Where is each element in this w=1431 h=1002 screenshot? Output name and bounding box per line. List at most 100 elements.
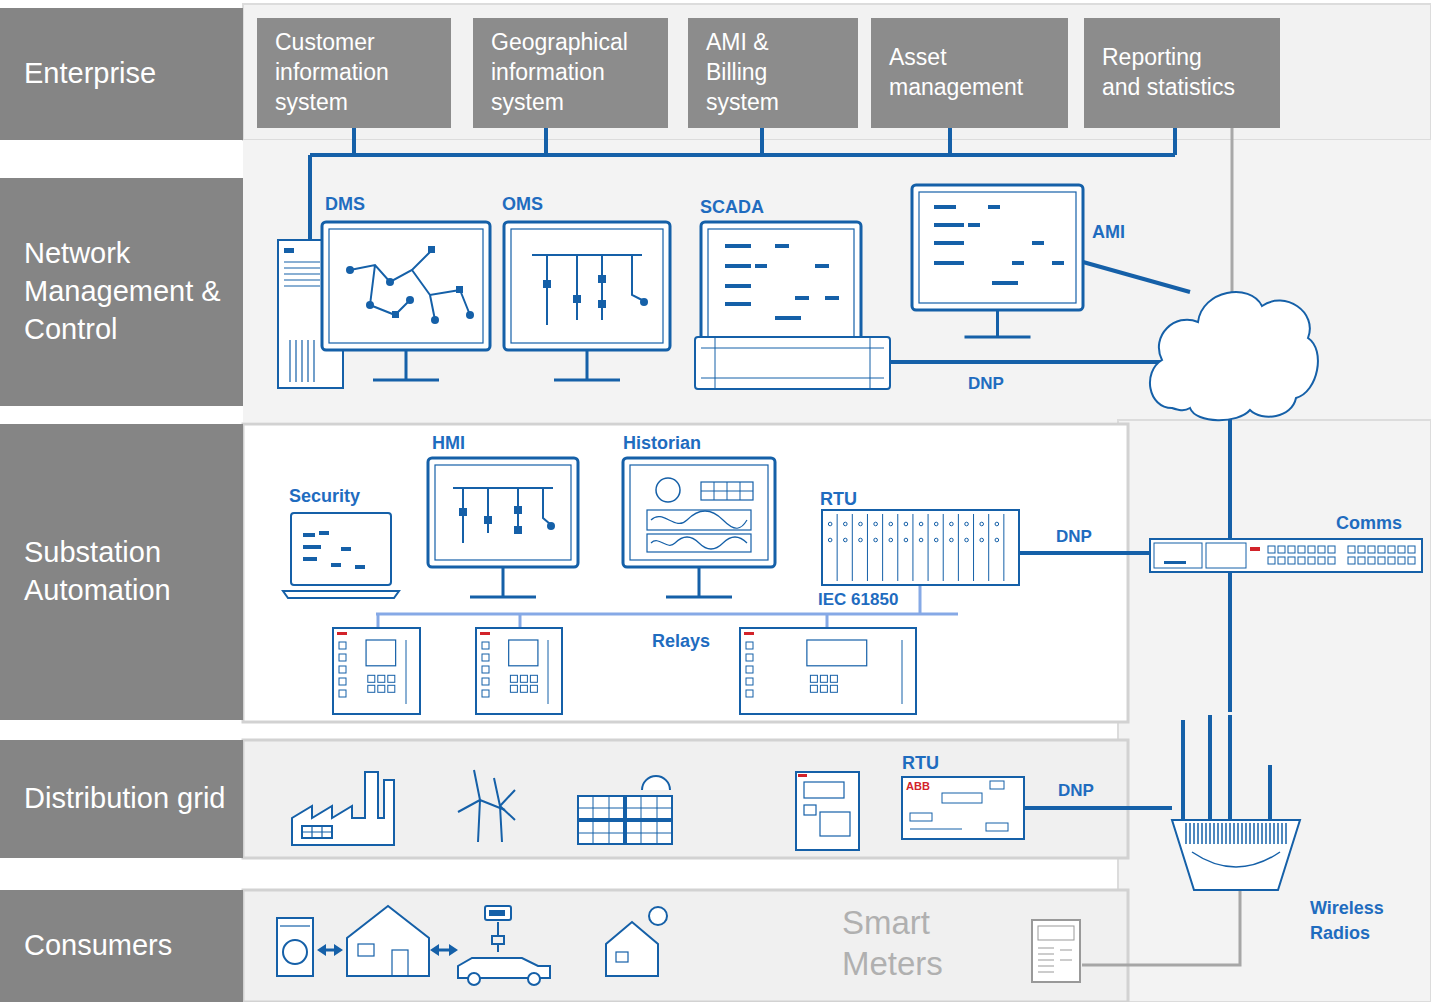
wireless-radio-icon — [1209, 823, 1211, 844]
ami-monitor-icon — [934, 241, 964, 245]
layer-title: Consumers — [24, 927, 172, 965]
comms-switch-icon — [1368, 557, 1375, 564]
rtu-rack-icon — [934, 538, 938, 542]
comms-switch-icon — [1408, 546, 1415, 553]
dms-monitor-icon — [373, 350, 439, 380]
dms-monitor-icon — [322, 222, 490, 350]
house-icon — [358, 944, 374, 956]
solar-panel-icon — [642, 776, 670, 790]
protection-relays-icon — [482, 666, 489, 673]
scada-workstation-icon — [755, 264, 767, 268]
smart-meter: Smart Meters — [840, 900, 1082, 990]
historian-monitor-icon — [623, 458, 775, 567]
smart-meter-icon — [1038, 948, 1072, 972]
washing-machine-icon — [283, 940, 307, 964]
dms-monitor-icon — [406, 296, 414, 304]
security-laptop-icon — [303, 545, 321, 549]
comms-switch-icon — [1278, 557, 1285, 564]
scada-workstation-icon — [775, 244, 789, 248]
rtu-rack-icon — [822, 510, 1019, 585]
rtu-rack-icon — [837, 514, 838, 581]
wireless-radio-icon — [1229, 823, 1231, 844]
layer-title: Network Management & Control — [24, 235, 243, 348]
system-box: Reporting and statistics — [1084, 18, 1280, 128]
rtu-rack: RTU — [822, 510, 1019, 585]
rtu-rack-icon — [934, 522, 938, 526]
oms-monitor-icon — [504, 222, 670, 350]
row-panel — [243, 890, 1128, 1002]
protection-relays-icon — [480, 632, 490, 635]
historian-monitor-icon — [651, 511, 747, 528]
hmi-monitor-icon — [514, 506, 522, 514]
system-box: Customer information system — [257, 18, 451, 128]
ami-monitor-icon — [934, 223, 964, 227]
electric-car-icon — [468, 973, 480, 985]
field-rtu-icon — [986, 823, 1008, 831]
rtu-rack-icon — [943, 514, 944, 581]
solar-panel-icon — [578, 776, 672, 844]
oms-monitor-icon — [532, 255, 642, 325]
comms-switch-icon — [1308, 557, 1315, 564]
server-tower — [284, 248, 294, 253]
protection-relays-icon — [746, 666, 753, 673]
ami-monitor-icon — [968, 223, 980, 227]
wind-turbine-icon — [458, 770, 505, 842]
grid-device-icon — [796, 772, 859, 850]
protection-relays: Relays — [330, 627, 920, 717]
comms-switch-icon — [1250, 547, 1260, 551]
protection-relays-icon — [378, 685, 385, 692]
comms-switch-icon — [1348, 557, 1355, 564]
comms-switch-icon — [1154, 543, 1202, 568]
oms-monitor-icon — [543, 280, 551, 288]
protection-relays-icon — [820, 685, 827, 692]
oms-monitor-icon — [554, 350, 620, 380]
comms-switch-icon — [1268, 557, 1275, 564]
connector — [1228, 572, 1232, 712]
security-laptop-icon — [283, 513, 399, 599]
security-laptop-icon — [303, 533, 315, 537]
protection-relays-icon — [339, 690, 346, 697]
rtu-rack-icon — [889, 538, 893, 542]
wireless-radio-icon — [1249, 823, 1251, 844]
comms-switch-icon — [1288, 546, 1295, 553]
rtu-rack-icon — [904, 522, 908, 526]
wireless-radio-icon — [1189, 823, 1191, 844]
wireless-radio-icon — [1261, 823, 1263, 844]
row-panel — [243, 424, 1128, 722]
solar-house-icon — [649, 907, 667, 925]
system-box: Asset management — [871, 18, 1068, 128]
device-label: Security — [289, 485, 360, 508]
protection-relays-icon — [810, 675, 817, 682]
comms-switch-icon — [1318, 546, 1325, 553]
comms-switch-icon — [1358, 546, 1365, 553]
comms-switch-icon — [1368, 546, 1375, 553]
hmi-monitor: HMI — [428, 458, 578, 598]
device-label: Smart Meters — [842, 902, 972, 985]
security-laptop-icon — [331, 563, 341, 567]
wireless-radio-icon — [1197, 823, 1199, 844]
grid-device-icon — [796, 772, 859, 850]
rtu-rack-icon — [874, 538, 878, 542]
ami-monitor-icon — [912, 185, 1083, 310]
dms-monitor-icon — [456, 286, 463, 293]
rtu-rack-icon — [912, 514, 913, 581]
protection-relays-icon — [388, 675, 395, 682]
layer-title: Substation Automation — [24, 534, 243, 609]
protection-relays-icon — [482, 690, 489, 697]
ami-monitor-icon — [988, 205, 1000, 209]
ami-monitor-icon — [1052, 261, 1064, 265]
device-label: RTU — [820, 488, 857, 511]
field-rtu-icon — [910, 829, 962, 830]
historian-monitor-icon — [623, 458, 775, 598]
hmi-monitor-icon — [435, 465, 571, 560]
factory-icon — [292, 772, 394, 845]
protection-relays-icon — [368, 675, 375, 682]
historian-monitor: Historian — [623, 458, 775, 598]
factory-icon — [292, 772, 394, 845]
rtu-rack-icon — [973, 514, 974, 581]
historian-monitor-icon — [666, 567, 732, 597]
server-tower — [290, 340, 314, 382]
house-icon — [347, 906, 429, 976]
